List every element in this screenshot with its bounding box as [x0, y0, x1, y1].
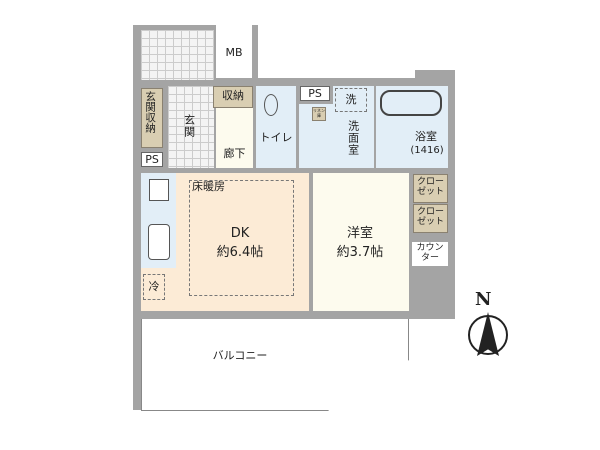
mb-room: MB	[216, 25, 252, 78]
entry-porch	[141, 30, 214, 80]
western-room-label: 洋室	[346, 226, 373, 241]
genkan-storage-label: 玄関収納	[144, 91, 157, 133]
western-room[interactable]	[313, 173, 409, 311]
bath-size: (1416)	[410, 145, 444, 156]
balcony[interactable]	[141, 319, 409, 411]
washroom-label: 洗面室	[346, 120, 360, 156]
genkan-storage[interactable]: 玄関収納	[141, 88, 163, 148]
fridge-space: 冷	[143, 274, 165, 300]
stove-icon	[149, 179, 169, 201]
closet-1-label: クローゼット	[416, 177, 444, 198]
balcony-label: バルコニー	[212, 349, 268, 362]
hallway-label: 廊下	[223, 147, 246, 160]
bathtub-icon	[380, 90, 442, 116]
storage-label: 収納	[222, 89, 244, 102]
linen-label: リネン庫	[313, 108, 325, 118]
closet-2[interactable]: クローゼット	[413, 204, 448, 233]
counter-label: カウンター	[416, 243, 444, 264]
ps-center: PS	[300, 86, 330, 101]
ps-left-label: PS	[145, 153, 159, 166]
genkan-label: 玄関	[182, 114, 196, 138]
dk-label: DK	[230, 226, 250, 241]
ps-left: PS	[141, 152, 163, 167]
closet-2-label: クローゼット	[416, 207, 444, 228]
western-room-size: 約3.7帖	[336, 245, 384, 260]
floor-heating-area	[189, 180, 294, 296]
left-column	[133, 25, 141, 410]
storage[interactable]: 収納	[213, 86, 253, 108]
bath-label: 浴室	[415, 130, 437, 143]
sink-icon	[148, 224, 170, 260]
bathroom[interactable]: 浴室 (1416)	[376, 86, 448, 168]
genkan[interactable]: 玄関	[168, 86, 214, 168]
floor-heating-label: 床暖房	[192, 180, 225, 193]
fridge-label: 冷	[148, 280, 160, 293]
washer-label: 洗	[345, 93, 357, 106]
linen-storage[interactable]: リネン庫	[312, 107, 326, 121]
toilet[interactable]: トイレ	[256, 86, 296, 168]
dk-size: 約6.4帖	[216, 245, 264, 260]
ps-center-label: PS	[308, 87, 322, 100]
toilet-fixture-icon	[264, 94, 278, 116]
closet-1[interactable]: クローゼット	[413, 174, 448, 203]
compass-north-label: N	[475, 289, 492, 310]
toilet-label: トイレ	[259, 131, 293, 144]
washroom[interactable]: 洗面室	[333, 86, 374, 168]
counter: カウンター	[412, 242, 448, 266]
compass: N	[463, 289, 513, 360]
mb-label: MB	[225, 46, 243, 59]
washer-space: 洗	[335, 88, 367, 112]
